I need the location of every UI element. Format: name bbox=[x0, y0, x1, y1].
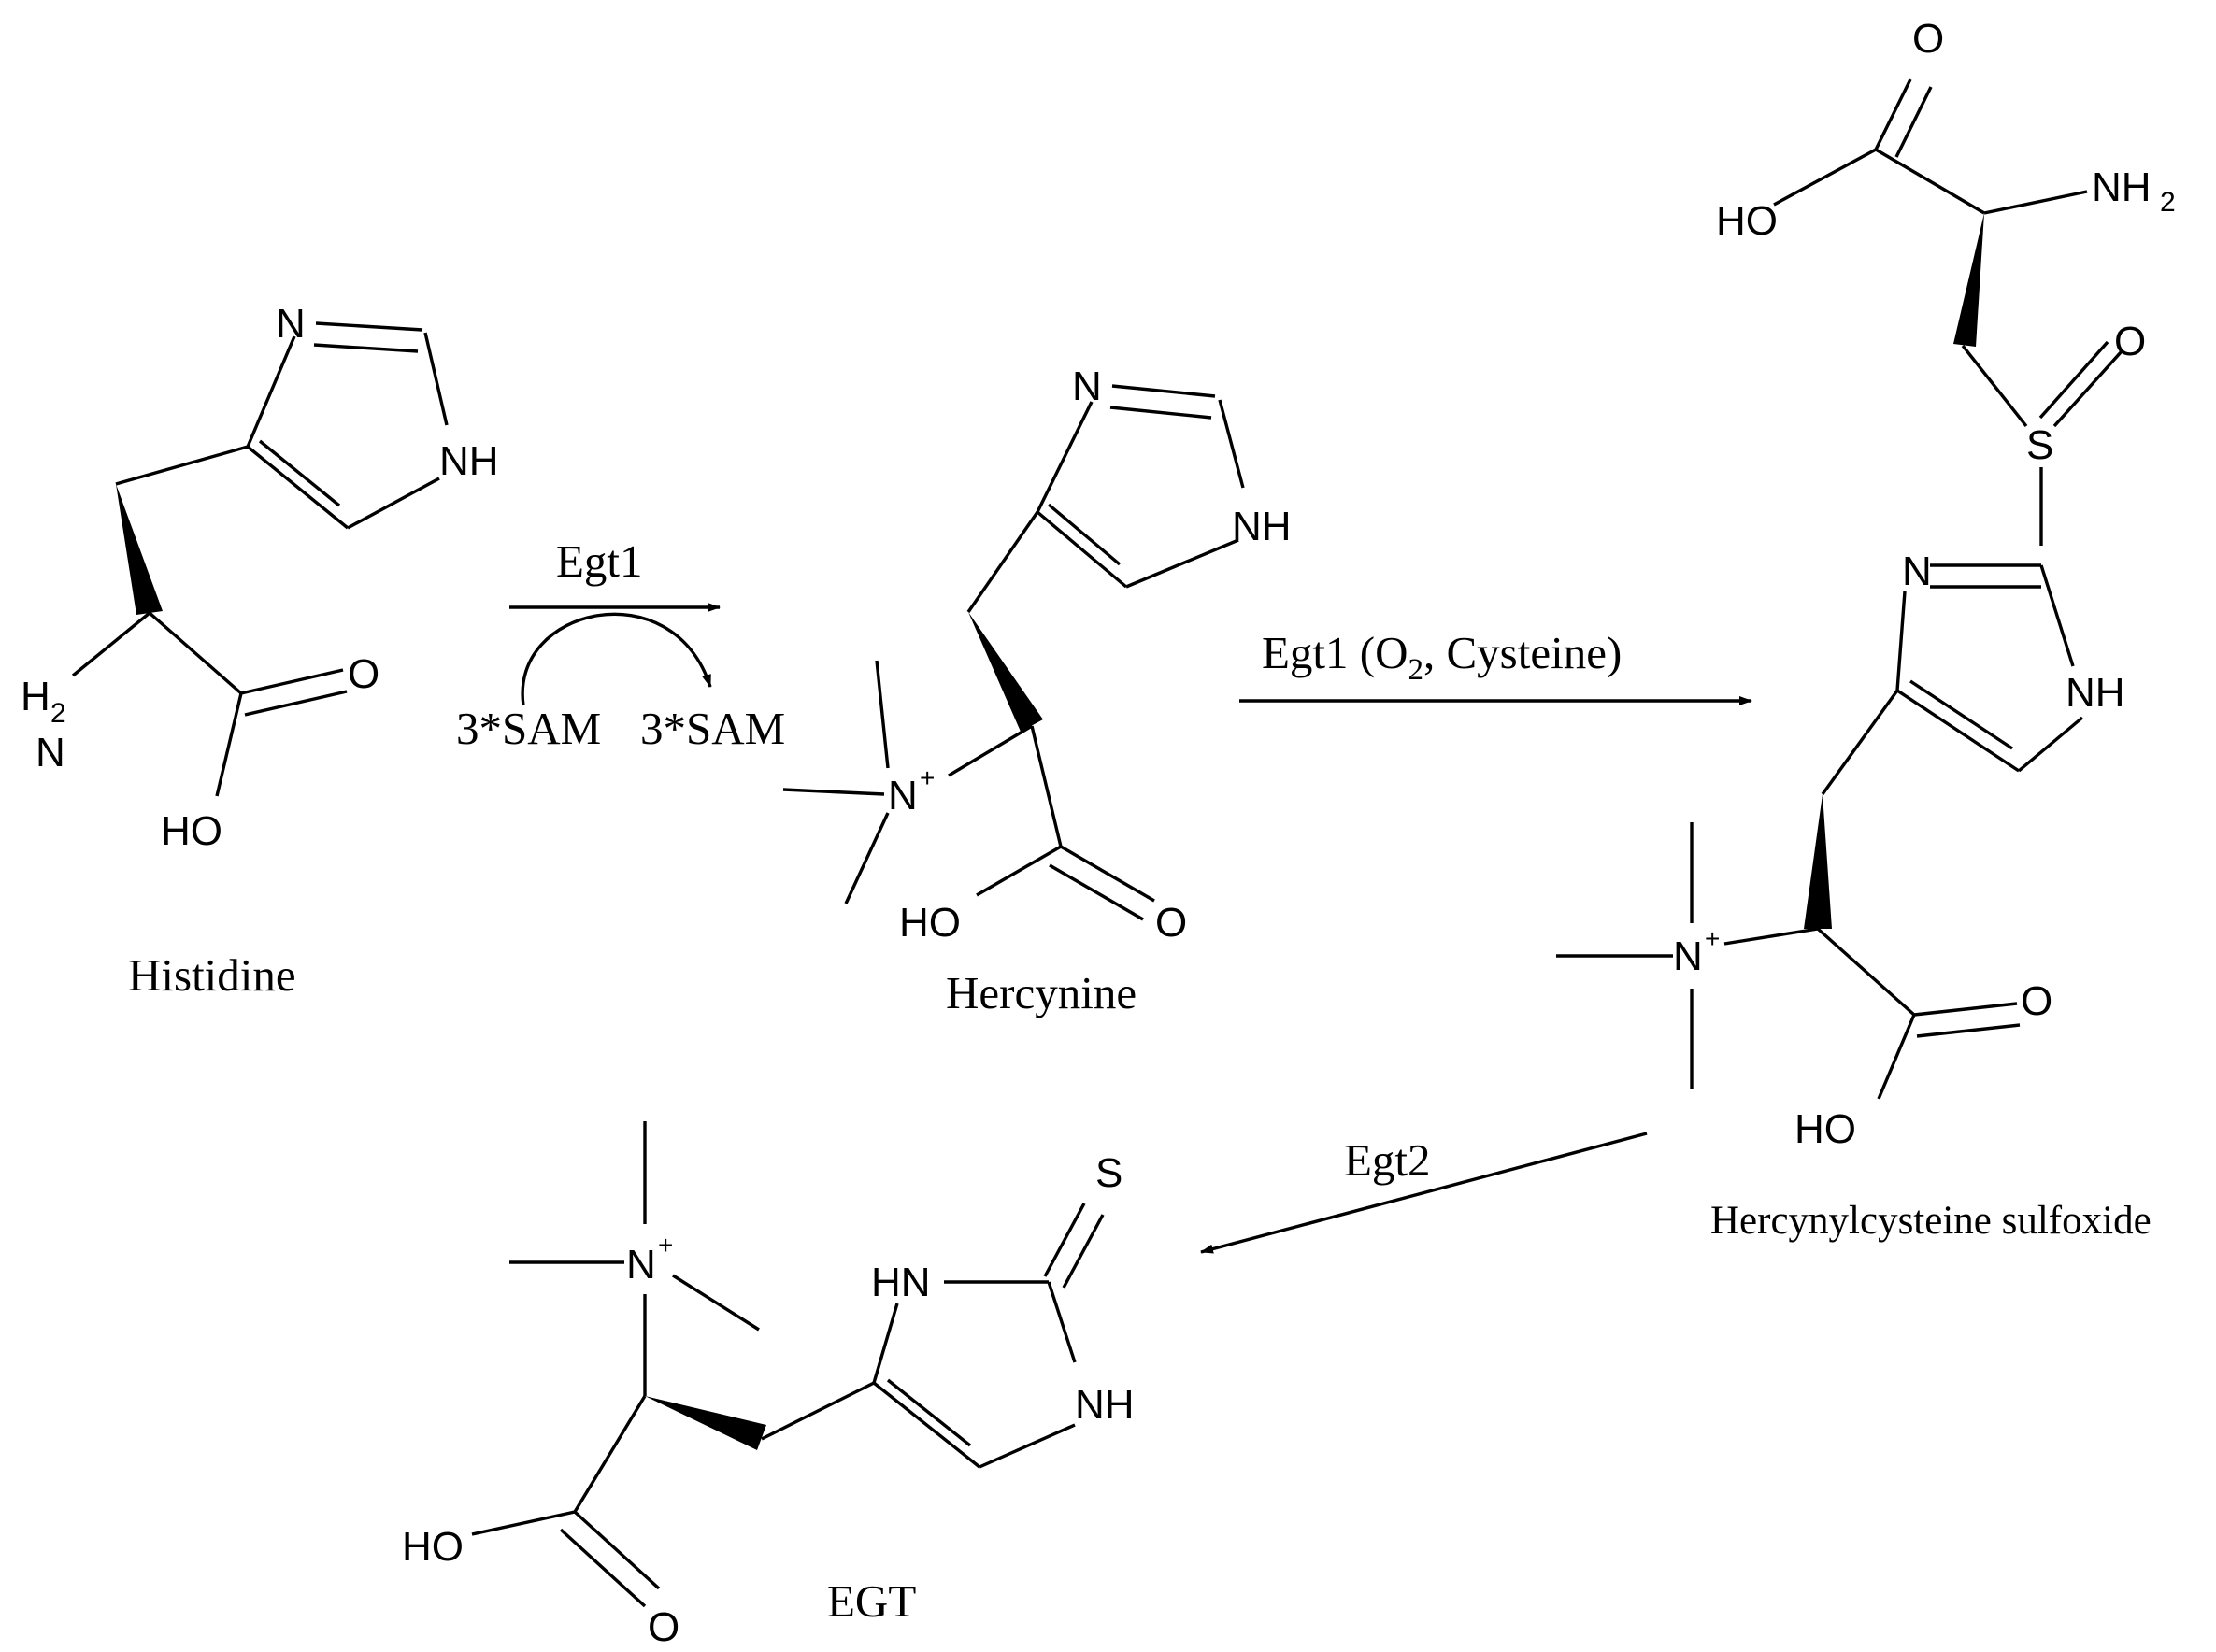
step2-enzyme-label: Egt1 (O2, Cysteine) bbox=[1262, 627, 1622, 687]
histidine-label: Histidine bbox=[128, 949, 296, 1001]
step3-enzyme-label: Egt2 bbox=[1344, 1134, 1431, 1186]
sulfoxide-cys-amine: NH bbox=[2092, 164, 2152, 210]
step1-sam-in: 3*SAM bbox=[456, 703, 601, 754]
egt-label: EGT bbox=[827, 1575, 916, 1627]
hercynine-ammonium-n: N bbox=[888, 773, 918, 819]
egt-structure: N + HO O HN NH S EGT bbox=[402, 1121, 1135, 1650]
sulfoxide-ring-nh: NH bbox=[2066, 670, 2125, 716]
hercynine-structure: N NH N + HO O Hercynine bbox=[782, 363, 1292, 1018]
histidine-ring-nh: NH bbox=[439, 438, 499, 484]
hercynine-ammonium-charge: + bbox=[920, 763, 935, 792]
egt-thione-s: S bbox=[1095, 1150, 1122, 1196]
hercynine-hydroxyl: HO bbox=[899, 900, 961, 946]
step1-sam-out: 3*SAM bbox=[640, 703, 785, 754]
step1-enzyme-label: Egt1 bbox=[556, 535, 643, 587]
egt-ammonium-n: N bbox=[626, 1242, 656, 1288]
hercynine-label: Hercynine bbox=[946, 967, 1137, 1018]
reaction-step-1: Egt1 3*SAM 3*SAM bbox=[456, 535, 785, 754]
reaction-step-3: Egt2 bbox=[1200, 1132, 1648, 1254]
sulfoxide-s-o: O bbox=[2114, 319, 2146, 364]
sulfoxide-sulfur: S bbox=[2026, 422, 2053, 468]
sulfoxide-ring-n: N bbox=[1902, 548, 1932, 594]
egt-hydroxyl: HO bbox=[402, 1524, 464, 1570]
histidine-amine-h: H bbox=[21, 674, 50, 719]
histidine-structure: N NH H 2 N O HO Histidine bbox=[21, 301, 499, 1001]
histidine-ring-n: N bbox=[276, 301, 306, 347]
histidine-amine-sub: 2 bbox=[50, 698, 66, 729]
sulfoxide-carbonyl-o: O bbox=[1912, 16, 1944, 62]
histidine-amine-n: N bbox=[36, 730, 65, 776]
sulfoxide-ammonium-n: N bbox=[1673, 933, 1703, 979]
step3-arrow bbox=[1200, 1132, 1648, 1254]
sulfoxide-cys-amine-sub: 2 bbox=[2160, 187, 2176, 218]
hercynine-ring-nh: NH bbox=[1232, 504, 1292, 549]
sulfoxide-carbonyl-o2: O bbox=[2021, 978, 2052, 1024]
sulfoxide-ammonium-charge: + bbox=[1705, 924, 1720, 953]
reaction-step-2: Egt1 (O2, Cysteine) bbox=[1239, 627, 1752, 705]
egt-ring-nh: NH bbox=[1075, 1382, 1135, 1428]
histidine-hydroxyl: HO bbox=[161, 808, 222, 854]
egt-ammonium-charge: + bbox=[658, 1231, 673, 1260]
egt-ring-hn: HN bbox=[871, 1260, 931, 1305]
sulfoxide-cys-hydroxyl: HO bbox=[1716, 198, 1778, 244]
egt-carbonyl-o: O bbox=[648, 1604, 679, 1650]
step1-sam-curve bbox=[521, 612, 712, 706]
hercynine-ring-n: N bbox=[1072, 363, 1102, 409]
sulfoxide-hydroxyl: HO bbox=[1794, 1106, 1856, 1152]
hercynylcysteine-sulfoxide-label: Hercynylcysteine sulfoxide bbox=[1710, 1199, 2152, 1243]
hercynylcysteine-sulfoxide-structure: O HO NH 2 O S N NH N + O HO Hercynylcyst… bbox=[1556, 16, 2176, 1243]
hercynine-carbonyl-o: O bbox=[1155, 900, 1187, 946]
histidine-carbonyl-o: O bbox=[348, 651, 379, 697]
